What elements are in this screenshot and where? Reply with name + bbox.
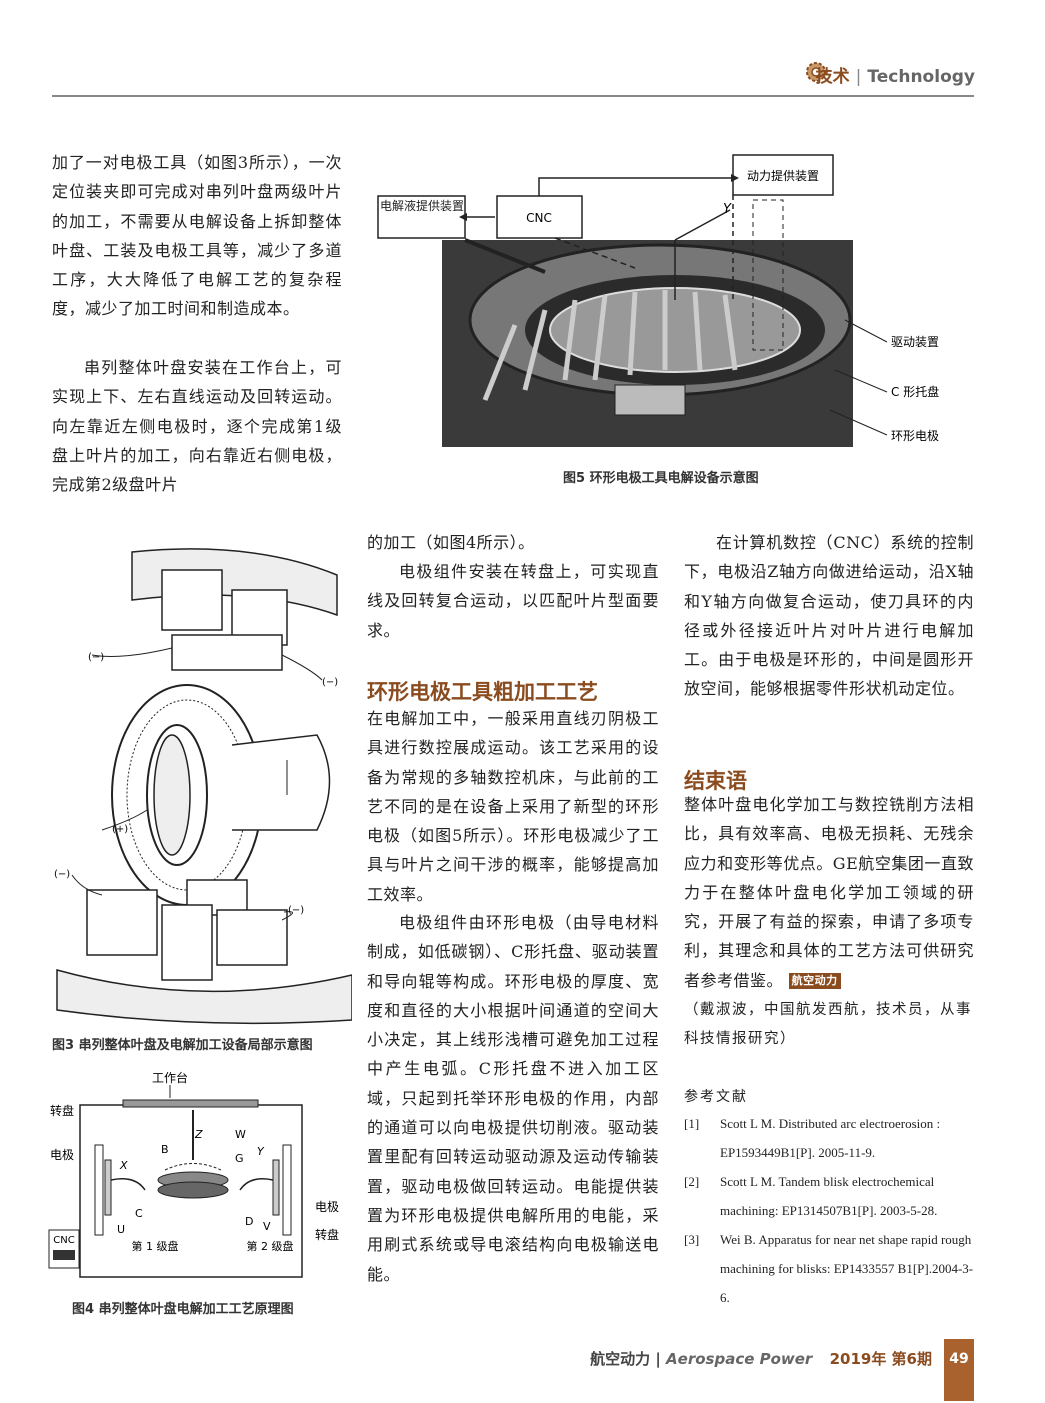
reference-text: Wei B. Apparatus for near net shape rapi… [720,1232,974,1305]
reference-text: Scott L M. Tandem blisk electrochemical … [720,1174,938,1218]
fig5-cnc-box [496,195,583,239]
col1-paragraph-1: 加了一对电极工具（如图3所示），一次定位装夹即可完成对串列叶盘两级叶片的加工，不… [52,153,342,319]
fig4-label-u: U [117,1223,125,1236]
fig5-power-box [732,154,834,196]
fig3-label-plus: (+) [112,824,128,835]
reference-item-1: [1] Scott L M. Distributed arc electroer… [684,1109,974,1167]
fig4-label-w: W [235,1128,246,1141]
reference-number: [1] [684,1116,700,1131]
col3-paragraph-1: 在计算机数控（CNC）系统的控制下，电极沿Z轴方向做进给运动，沿X轴和Y轴方向做… [684,533,974,699]
figure-4: 工作台 转盘 电极 X U C B Z W G Y D V 电极 转盘 CNC … [45,1065,350,1285]
fig5-label-ring: 环形电极 [891,429,939,443]
fig5-label-drive: 驱动装置 [891,335,939,349]
footer-journal-zh: 航空动力 [590,1350,651,1368]
conclusion-text: 整体叶盘电化学加工与数控铣削方法相比，具有效率高、电极无损耗、无残余应力和变形等… [684,795,974,990]
footer-issue: 2019年 第6期 [829,1350,932,1368]
fig3-label-minus-2: (−) [322,677,338,688]
journal-badge: 航空动力 [788,973,841,990]
fig4-label-z: Z [194,1128,203,1141]
fig5-caption: 图5 环形电极工具电解设备示意图 [563,471,759,486]
references-title: 参考文献 [684,1089,748,1105]
fig5-label-power: 动力提供装置 [747,168,819,183]
fig4-caption: 图4 串列整体叶盘电解加工工艺原理图 [72,1302,294,1317]
fig5-label-c-tray: C 形托盘 [891,384,939,399]
col1-paragraph-2: 串列整体叶盘安装在工作台上，可实现上下、左右直线运动及回转运动。向左靠近左侧电极… [52,358,342,495]
figure-5: 动力提供装置 CNC 电解液提供装置 Y 驱动装置 C 形托盘 环形电极 [375,150,975,450]
col2-paragraph-2: 电极组件安装在转盘上，可实现直线及回转复合运动，以匹配叶片型面要求。 [367,562,659,640]
col2-paragraph-3: 在电解加工中，一般采用直线刃阴极工具进行数控展成运动。该工艺采用的设备为常规的多… [367,709,659,904]
fig5-label-cnc: CNC [526,211,552,225]
fig4-label-table: 工作台 [152,1070,188,1085]
fig4-label-v: V [263,1220,271,1233]
fig4-label-turntable-right: 转盘 [315,1227,339,1242]
fig4-label-c: C [135,1207,143,1220]
fig3-label-minus-4: (−) [288,905,304,916]
fig4-label-electrode-right: 电极 [315,1200,339,1214]
fig4-label-electrode-left: 电极 [50,1148,74,1162]
col3-paragraph-2: 整体叶盘电化学加工与数控铣削方法相比，具有效率高、电极无损耗、无残余应力和变形等… [684,790,974,995]
col2-paragraph-1: 的加工（如图4所示）。 [367,533,535,552]
fig4-label-y: Y [257,1145,265,1158]
fig5-label-electrolyte: 电解液提供装置 [380,199,464,213]
page-footer: 航空动力 | Aerospace Power 2019年 第6期 [590,1350,932,1368]
section-title-conclusion: 结束语 [684,769,747,793]
section-title-ring-electrode: 环形电极工具粗加工工艺 [367,680,598,704]
fig3-label-minus-3: (−) [54,869,70,880]
reference-number: [3] [684,1232,700,1247]
fig4-label-b: B [161,1143,169,1156]
fig4-label-g: G [235,1152,244,1165]
reference-number: [2] [684,1174,700,1189]
fig4-label-stage1: 第 1 级盘 [132,1239,179,1253]
fig5-label-y: Y [723,202,732,217]
footer-journal-en: Aerospace Power [666,1350,813,1368]
fig4-label-x: X [119,1159,128,1172]
reference-item-3: [3] Wei B. Apparatus for near net shape … [684,1225,974,1312]
header-section-en: Technology [867,67,975,87]
gear-logo-icon [805,61,827,83]
header-section-zh: 技术 [815,67,850,87]
reference-text: Scott L M. Distributed arc electroerosio… [720,1116,941,1160]
running-header: 技术|Technology [815,67,975,87]
fig4-label-turntable-left: 转盘 [50,1103,74,1118]
figure-3: (−) (−) (+) (−) (−) [52,530,353,1025]
fig4-label-cnc: CNC [53,1235,74,1246]
fig4-label-d: D [245,1215,253,1228]
reference-item-2: [2] Scott L M. Tandem blisk electrochemi… [684,1167,974,1225]
author-note: （戴淑波，中国航发西航，技术员，从事科技情报研究） [684,1002,972,1047]
header-rule [52,95,974,97]
page-number: 49 [944,1339,974,1401]
fig5-electrolyte-box [377,195,466,239]
fig4-label-stage2: 第 2 级盘 [247,1239,294,1253]
col2-paragraph-4: 电极组件由环形电极（由导电材料制成，如低碳钢）、C形托盘、驱动装置和导向辊等构成… [367,913,659,1284]
fig3-label-minus-1: (−) [88,652,104,663]
fig3-caption: 图3 串列整体叶盘及电解加工设备局部示意图 [52,1038,313,1053]
